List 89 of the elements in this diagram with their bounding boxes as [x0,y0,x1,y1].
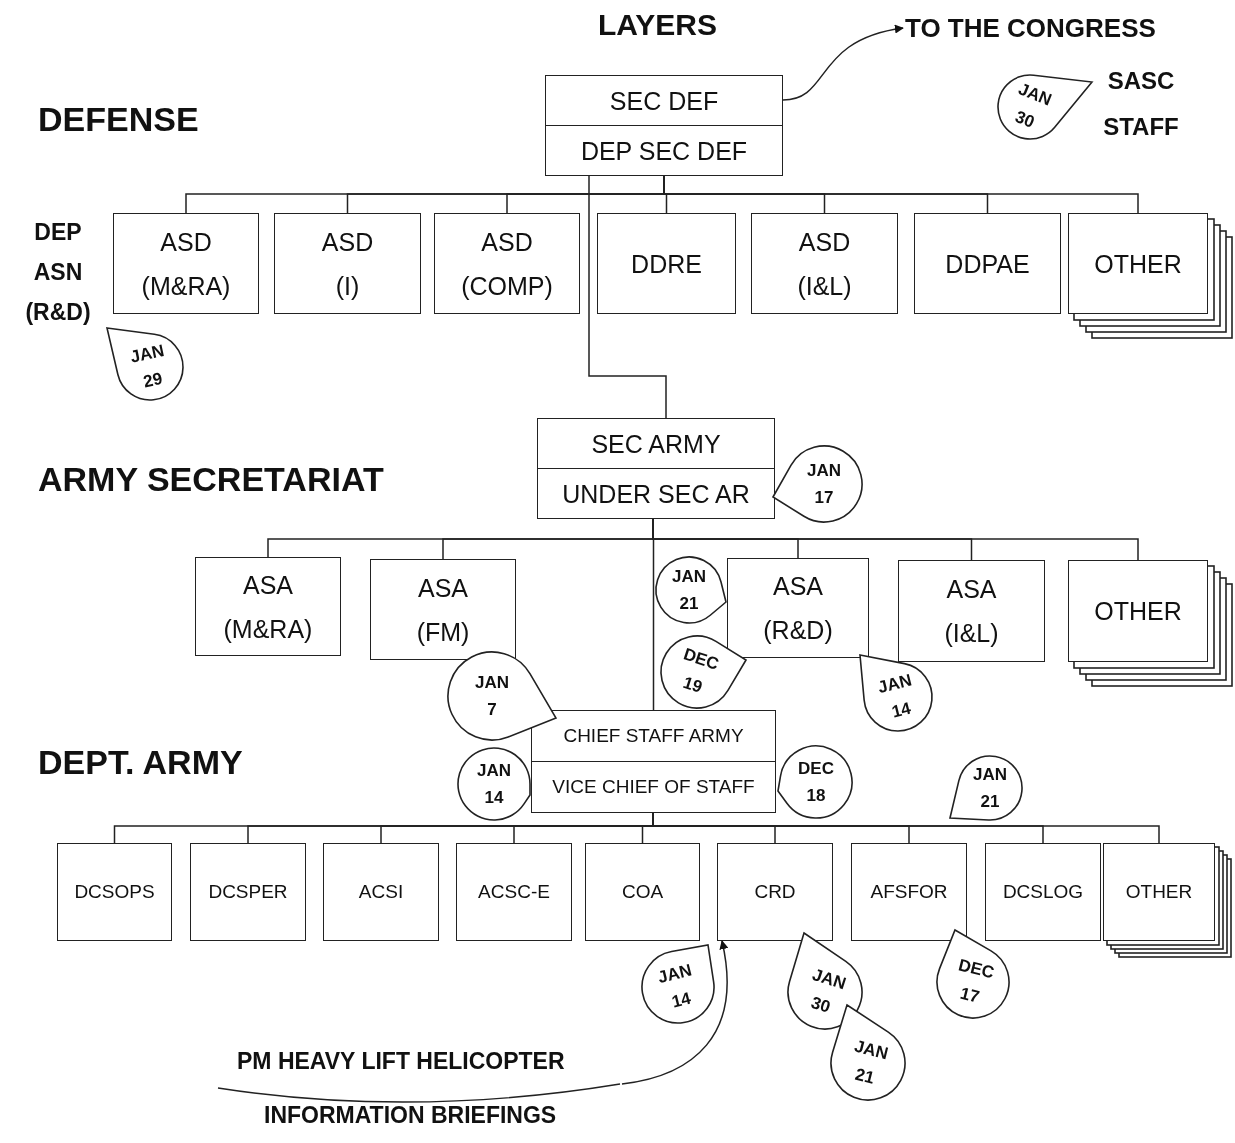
date-text: DEC 18 [797,758,835,807]
org-box [914,213,1061,314]
org-box [57,843,172,941]
date-tag [655,556,727,624]
side-label: DEP ASN (R&D) [24,218,92,327]
org-box [585,843,700,941]
layer-heading: DEPT. ARMY [38,743,243,782]
org-box [195,557,341,656]
layer-heading: ARMY SECRETARIAT [38,460,384,499]
date-text: JAN 30 [807,963,850,1019]
date-tag [830,1004,906,1101]
box-label: SEC ARMY [591,428,721,459]
arrow [782,25,904,101]
box-label: AFSFOR [870,880,948,904]
org-box [1103,843,1215,941]
box-label: DEP SEC DEF [580,135,748,166]
date-tag [997,74,1093,140]
box-label: DDPAE [945,248,1030,280]
layer-heading: DEFENSE [38,100,199,139]
box-label: ASA (R&D) [763,571,833,646]
bare-label: PM HEAVY LIFT HELICOPTER [237,1048,565,1075]
org-box [751,213,898,314]
box-label: DDRE [631,248,702,280]
box-label: ASD (I) [321,226,374,302]
box-label: DCSLOG [1002,880,1084,904]
box-label: ASA (I&L) [944,574,999,649]
box-label: VICE CHIEF OF STAFF [552,775,755,799]
org-box [274,213,421,314]
date-text: JAN 14 [654,959,695,1014]
date-text: DEC 19 [679,643,723,699]
date-tag [772,445,863,523]
box-label: ASA (M&RA) [223,569,313,645]
box-label: DCSOPS [74,880,155,904]
date-text: JAN 14 [874,669,915,724]
date-tag [457,747,531,821]
org-box [1068,560,1208,662]
box-label: OTHER [1094,248,1182,280]
date-text: JAN 14 [476,760,512,809]
date-tag [859,654,933,732]
box-label: COA [621,880,664,904]
box-label: ACSC-E [478,880,550,904]
box-label: CRD [754,880,796,904]
org-box [985,843,1101,941]
org-box [851,843,967,941]
arrow [621,940,728,1085]
org-box [434,213,580,314]
org-box [190,843,306,941]
connector-line [588,175,667,419]
date-tag [949,755,1023,821]
box-label: ACSI [358,880,404,904]
date-text: DEC 17 [955,954,997,1009]
connector-line [652,518,655,711]
date-text: JAN 7 [474,672,510,721]
org-box [717,843,833,941]
org-box [370,559,516,660]
box-label: OTHER [1125,880,1193,904]
date-tag [936,929,1010,1019]
org-box [1068,213,1208,314]
side-label: SASC STAFF [1102,66,1180,142]
date-tag [777,745,853,819]
date-tag [787,932,863,1030]
date-tag [106,327,184,401]
bare-label: TO THE CONGRESS [905,13,1156,44]
box-label: ASD (COMP) [461,226,553,302]
date-text: JAN 17 [806,460,842,509]
box-label: ASA (FM) [416,572,470,648]
date-tag [641,944,715,1024]
org-box [597,213,736,314]
box-label: OTHER [1094,596,1182,627]
org-box [113,213,259,314]
org-box [323,843,439,941]
box-label: SEC DEF [609,85,719,116]
org-box [456,843,572,941]
org-box [898,560,1045,662]
date-tag [660,635,747,709]
date-tag [447,651,557,741]
diagram-title: LAYERS [598,8,717,42]
box-label: DCSPER [208,880,288,904]
box-label: CHIEF STAFF ARMY [563,724,744,748]
box-label: ASD (M&RA) [141,226,231,302]
bare-label: INFORMATION BRIEFINGS [264,1102,557,1129]
date-text: JAN 30 [1011,78,1056,134]
date-text: JAN 21 [671,566,707,615]
date-text: JAN 21 [972,764,1008,813]
box-label: UNDER SEC AR [562,478,750,509]
date-text: JAN 21 [851,1035,892,1090]
box-label: ASD (I&L) [797,226,852,302]
date-text: JAN 29 [127,339,167,394]
org-box [545,75,783,176]
